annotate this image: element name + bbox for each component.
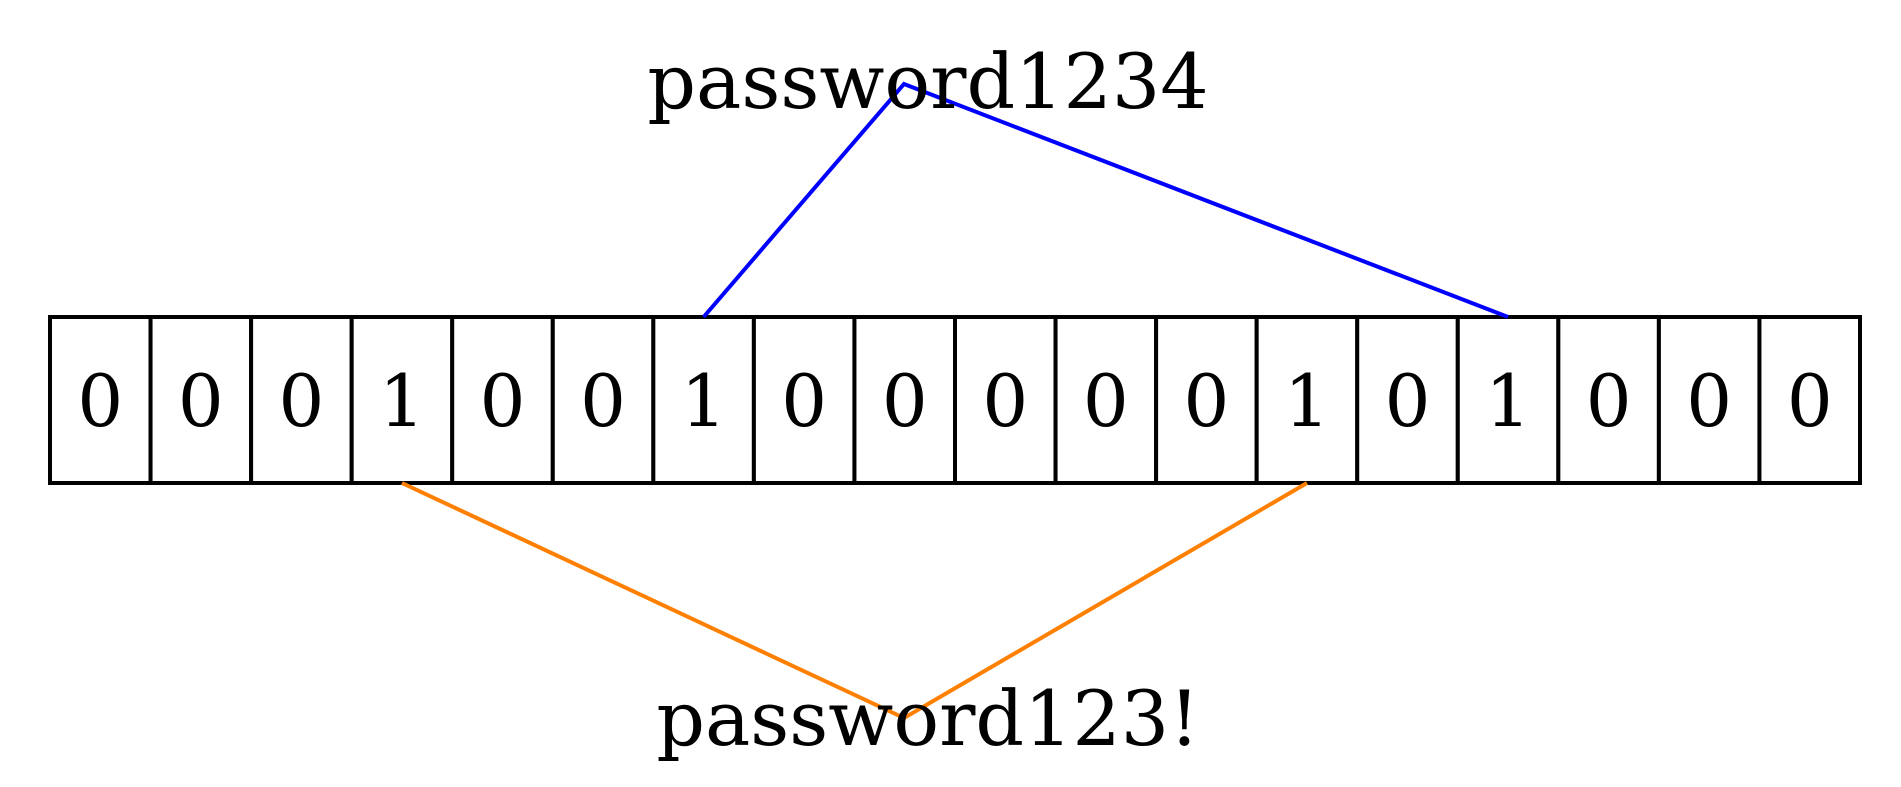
bit-cell-box: [1757, 315, 1863, 485]
bit-value: 1: [1485, 359, 1531, 443]
bit-cell-box: [953, 315, 1058, 485]
bit-cell-box: [249, 315, 354, 485]
bit-cell: 0: [953, 315, 1058, 485]
bit-cell-box: [48, 315, 153, 485]
bit-value: 1: [379, 359, 425, 443]
bit-value: 0: [882, 359, 928, 443]
bit-cell: 0: [1154, 315, 1259, 485]
bit-value: 0: [77, 359, 123, 443]
bit-cell: 0: [751, 315, 857, 485]
bit-cell: 1: [651, 315, 756, 485]
bit-cell: 0: [148, 315, 254, 485]
bit-cell: 1: [1254, 315, 1360, 485]
top-word-label: password1234: [647, 37, 1208, 126]
bit-cell: 0: [1355, 315, 1460, 485]
bottom-word-label: password123!: [656, 674, 1199, 763]
bit-value: 0: [178, 359, 224, 443]
bit-cell: 0: [1556, 315, 1661, 485]
bit-cell: 1: [349, 315, 455, 485]
bit-value: 1: [1284, 359, 1330, 443]
bit-cell: 0: [1757, 315, 1863, 485]
bit-cell-box: [1154, 315, 1259, 485]
hash-links: [401, 81, 1509, 721]
bottom-word-hash-lines: [401, 481, 1308, 721]
bit-cell: 0: [852, 315, 958, 485]
bit-cell-box: [651, 315, 756, 485]
bit-cell-box: [550, 315, 656, 485]
bit-cell-box: [1656, 315, 1762, 485]
top-word-hash-lines: [702, 81, 1509, 319]
bit-cell: 0: [249, 315, 354, 485]
bit-cell-box: [1355, 315, 1460, 485]
bit-cell: 0: [1053, 315, 1159, 485]
bit-value: 1: [681, 359, 727, 443]
bit-value: 0: [1385, 359, 1431, 443]
bit-cell: 0: [550, 315, 656, 485]
bit-cell-box: [751, 315, 857, 485]
bit-cell-box: [1556, 315, 1661, 485]
bit-value: 0: [781, 359, 827, 443]
bit-value: 0: [480, 359, 526, 443]
bit-cell-box: [450, 315, 555, 485]
bit-value: 0: [1083, 359, 1129, 443]
bit-cell: 0: [450, 315, 555, 485]
bit-value: 0: [982, 359, 1028, 443]
bit-cell: 0: [1656, 315, 1762, 485]
bit-value: 0: [1787, 359, 1833, 443]
bit-value: 0: [278, 359, 324, 443]
bit-value: 0: [1586, 359, 1632, 443]
bit-cell-box: [852, 315, 958, 485]
bit-cell: 0: [48, 315, 153, 485]
bit-cell-box: [148, 315, 254, 485]
bit-value: 0: [1686, 359, 1732, 443]
bit-cell: 1: [1455, 315, 1561, 485]
bit-value: 0: [1183, 359, 1229, 443]
bit-value: 0: [580, 359, 626, 443]
